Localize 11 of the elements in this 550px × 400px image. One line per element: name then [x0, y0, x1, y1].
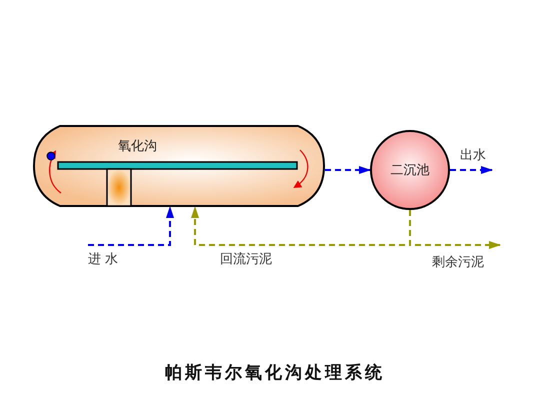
title: 帕斯韦尔氧化沟处理系统	[165, 363, 385, 383]
edge-label: 回流污泥	[220, 250, 272, 268]
node-label: 二沉池	[390, 162, 430, 179]
edge-label: 出水	[460, 146, 486, 164]
node-label: 氧化沟	[118, 138, 157, 155]
edge-label: 进 水	[88, 250, 118, 268]
flow-arrow	[450, 166, 493, 174]
edge-label: 剩余污泥	[432, 253, 484, 271]
flow-arrow	[88, 206, 174, 246]
flow-arrow	[325, 166, 371, 174]
flow-arrow	[409, 210, 501, 249]
